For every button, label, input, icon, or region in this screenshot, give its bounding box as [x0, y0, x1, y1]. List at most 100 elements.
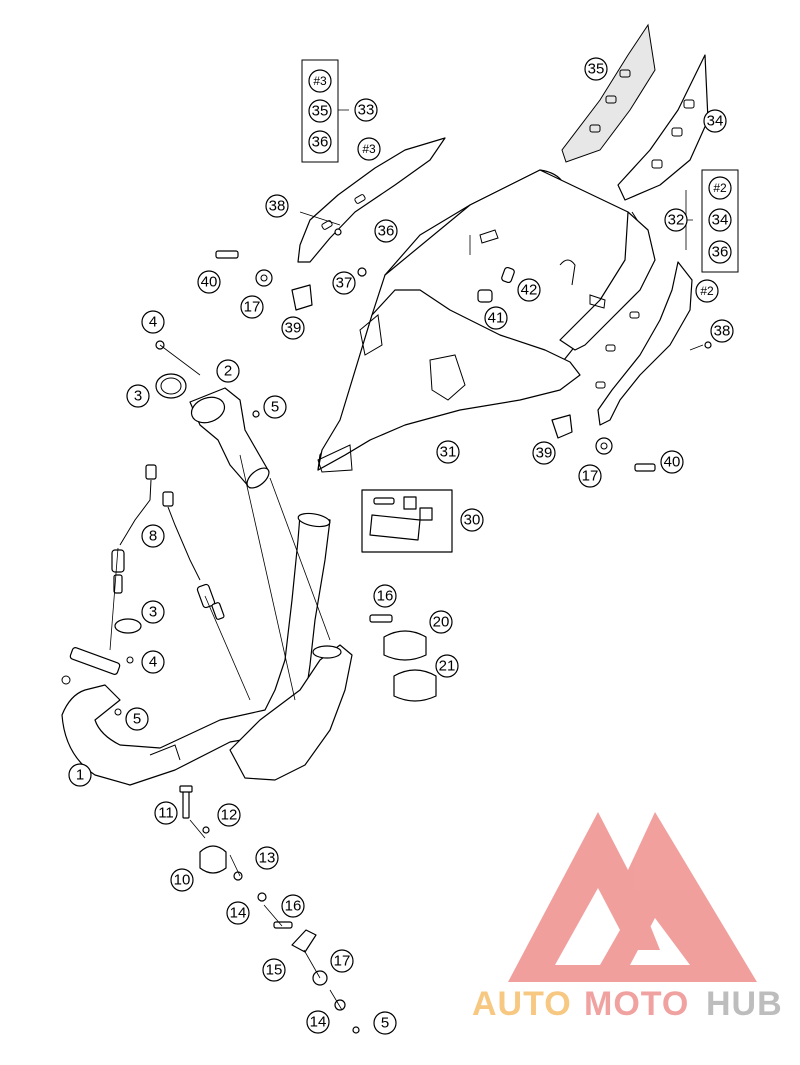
- callout-3-top: 3: [126, 384, 150, 408]
- heat-shield-34: [617, 54, 709, 201]
- callout-5-bottom: 5: [373, 1011, 397, 1035]
- svg-text:17: 17: [582, 468, 599, 485]
- clamps-20-21: [369, 614, 437, 702]
- callout-1: 1: [68, 763, 92, 787]
- callout-13: 13: [255, 846, 279, 870]
- svg-text:30: 30: [464, 512, 481, 529]
- svg-text:5: 5: [271, 399, 279, 416]
- svg-text:11: 11: [158, 805, 174, 822]
- callout-38-right: 38: [710, 319, 734, 343]
- callout-21: 21: [435, 654, 459, 678]
- svg-text:38: 38: [714, 323, 731, 340]
- svg-text:10: 10: [174, 872, 191, 889]
- svg-text:39: 39: [285, 320, 302, 337]
- callout-8: 8: [141, 524, 165, 548]
- svg-text:12: 12: [221, 807, 238, 824]
- svg-text:39: 39: [536, 445, 553, 462]
- svg-text:3: 3: [134, 388, 142, 405]
- callout-box33-36: 36: [308, 130, 332, 154]
- svg-text:16: 16: [285, 898, 302, 915]
- watermark-hub: HUB: [706, 985, 783, 1023]
- svg-text:40: 40: [664, 454, 681, 471]
- callout-box32-36: 36: [708, 240, 732, 264]
- watermark-moto: MOTO: [584, 985, 689, 1023]
- callout-5-mid: 5: [125, 707, 149, 731]
- svg-text:38: 38: [269, 198, 286, 215]
- svg-text:36: 36: [712, 244, 729, 261]
- callout-20: 20: [429, 610, 453, 634]
- callout-15: 15: [262, 958, 286, 982]
- svg-text:5: 5: [133, 711, 141, 728]
- callout-17-top: 17: [240, 295, 264, 319]
- leader-lines: [109, 87, 704, 1011]
- svg-text:15: 15: [266, 962, 283, 979]
- svg-text:#2: #2: [713, 181, 727, 195]
- watermark-logo: [508, 812, 757, 982]
- svg-text:14: 14: [310, 1014, 327, 1031]
- callout-11: 11: [154, 801, 178, 825]
- svg-text:34: 34: [707, 113, 724, 130]
- callout-4-top: 4: [141, 310, 165, 334]
- svg-text:40: 40: [201, 274, 218, 291]
- svg-text:35: 35: [312, 103, 329, 120]
- svg-text:21: 21: [439, 658, 456, 675]
- header-pipe-1: [61, 512, 353, 786]
- watermark-text: AUTO MOTO HUB: [472, 985, 783, 1023]
- svg-text:8: 8: [149, 528, 157, 545]
- callout-30: 30: [460, 508, 484, 532]
- callout-39-top: 39: [281, 316, 305, 340]
- callout-39-right: 39: [532, 441, 556, 465]
- callout-box33-3: #3: [308, 69, 332, 93]
- callout-box32-2: #2: [708, 176, 732, 200]
- svg-text:34: 34: [712, 212, 729, 229]
- callout-35: 35: [584, 57, 608, 81]
- callout-16-top: 16: [373, 584, 397, 608]
- callout-37: 37: [332, 271, 356, 295]
- svg-text:4: 4: [149, 314, 157, 331]
- svg-text:17: 17: [244, 299, 261, 316]
- callout-31: 31: [436, 440, 460, 464]
- callout-box33-35: 35: [308, 99, 332, 123]
- callout-5-top: 5: [263, 395, 287, 419]
- heat-shield-2: [595, 261, 693, 426]
- heat-shield-35: [561, 23, 656, 163]
- callout-16-bottom: 16: [281, 894, 305, 918]
- silencer-31: [317, 169, 656, 473]
- svg-text:17: 17: [334, 953, 351, 970]
- bracket-assembly: [179, 785, 360, 1034]
- callout-4-mid: 4: [141, 650, 165, 674]
- svg-text:36: 36: [312, 134, 329, 151]
- svg-text:16: 16: [377, 588, 394, 605]
- svg-text:14: 14: [230, 905, 247, 922]
- svg-text:#2: #2: [700, 284, 714, 298]
- callout-34: 34: [703, 109, 727, 133]
- callout-10: 10: [170, 868, 194, 892]
- callout-tag-2: #2: [695, 279, 719, 303]
- svg-text:31: 31: [440, 444, 457, 461]
- hardware-small: [215, 228, 712, 472]
- svg-text:37: 37: [336, 275, 353, 292]
- watermark-auto: AUTO: [472, 985, 572, 1023]
- svg-text:1: 1: [76, 767, 84, 784]
- svg-text:41: 41: [488, 310, 505, 327]
- svg-text:36: 36: [378, 223, 395, 240]
- callout-42: 42: [517, 278, 541, 302]
- callout-tag-3: #3: [357, 137, 381, 161]
- svg-text:#3: #3: [362, 142, 376, 156]
- callout-box32-34: 34: [708, 208, 732, 232]
- svg-text:2: 2: [224, 363, 232, 380]
- callout-17-right: 17: [578, 464, 602, 488]
- svg-text:4: 4: [149, 654, 157, 671]
- svg-text:5: 5: [381, 1015, 389, 1032]
- svg-text:35: 35: [588, 61, 605, 78]
- callout-40-left: 40: [197, 270, 221, 294]
- callout-14-mid: 14: [226, 901, 250, 925]
- callout-40-right: 40: [660, 450, 684, 474]
- svg-text:33: 33: [358, 102, 375, 119]
- svg-text:#3: #3: [313, 74, 327, 88]
- callout-36: 36: [374, 219, 398, 243]
- callout-33: 33: [354, 98, 378, 122]
- callout-32: 32: [664, 208, 688, 232]
- svg-text:13: 13: [259, 850, 276, 867]
